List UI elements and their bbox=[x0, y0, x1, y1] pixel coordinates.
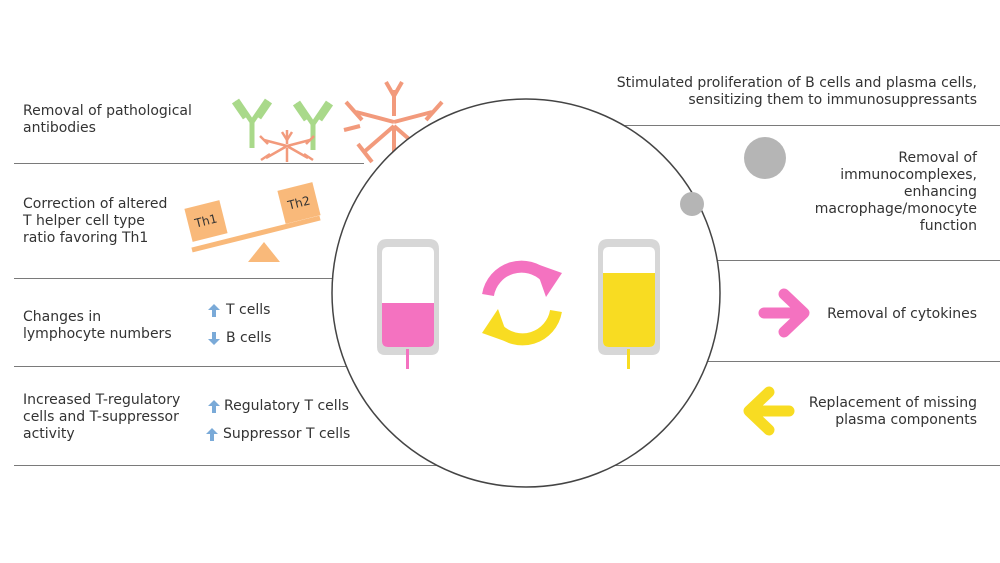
arrow-up-icon bbox=[208, 304, 220, 317]
suppressor-t-label: Suppressor T cells bbox=[223, 426, 351, 442]
left-divider-1 bbox=[14, 163, 364, 164]
immunocomplexes-label: Removal of immunocomplexes, enhancing ma… bbox=[815, 150, 977, 235]
replacement-line-1: Replacement of missing bbox=[808, 395, 977, 411]
immunocomplexes-line-5: function bbox=[919, 218, 977, 234]
regulatory-t-label: Regulatory T cells bbox=[224, 398, 349, 414]
treg-label: Increased T-regulatory cells and T-suppr… bbox=[23, 392, 180, 443]
treg-line-3: activity bbox=[23, 426, 75, 442]
arrow-up-icon bbox=[208, 400, 220, 413]
stimulated-line-2: sensitizing them to immunosuppressants bbox=[688, 92, 977, 108]
treg-line-2: cells and T-suppressor bbox=[23, 409, 179, 425]
central-circle bbox=[331, 98, 721, 488]
right-divider-2 bbox=[655, 260, 1000, 261]
salmon-antibody-small-icon bbox=[259, 130, 315, 162]
th2-label: Th2 bbox=[286, 193, 312, 213]
immunocomplexes-line-2: immunocomplexes, bbox=[840, 167, 977, 183]
treg-line-1: Increased T-regulatory bbox=[23, 392, 181, 408]
correction-th-line-2: T helper cell type bbox=[23, 213, 145, 229]
stimulated-line-1: Stimulated proliferation of B cells and … bbox=[616, 75, 977, 91]
pink-plasma-bag-icon bbox=[377, 239, 439, 369]
yellow-plasma-bag-icon bbox=[598, 239, 660, 369]
exchange-cycle-icon bbox=[482, 260, 562, 346]
immunocomplexes-line-4: macrophage/monocyte bbox=[814, 201, 977, 217]
lymphocyte-line-1: Changes in bbox=[23, 309, 102, 325]
arrow-up-icon bbox=[206, 428, 218, 441]
immunocomplexes-line-3: enhancing bbox=[903, 184, 977, 200]
correction-th-line-1: Correction of altered bbox=[23, 196, 168, 212]
pink-arrow-right-icon bbox=[758, 288, 810, 338]
correction-th-line-3: ratio favoring Th1 bbox=[23, 230, 149, 246]
t-cells-label: T cells bbox=[226, 302, 271, 318]
left-divider-2 bbox=[14, 278, 340, 279]
correction-th-label: Correction of altered T helper cell type… bbox=[23, 196, 167, 247]
removal-antibodies-line-2: antibodies bbox=[23, 120, 96, 136]
lymphocyte-label: Changes in lymphocyte numbers bbox=[23, 309, 172, 343]
replacement-label: Replacement of missing plasma components bbox=[809, 395, 977, 429]
arrow-down-icon bbox=[208, 332, 220, 345]
replacement-line-2: plasma components bbox=[835, 412, 977, 428]
th1-label: Th1 bbox=[193, 211, 219, 231]
yellow-arrow-left-icon bbox=[743, 386, 795, 436]
removal-antibodies-label: Removal of pathological antibodies bbox=[23, 103, 192, 137]
green-antibody-icon bbox=[231, 98, 273, 148]
th-balance-scale-icon bbox=[191, 215, 321, 262]
left-divider-3 bbox=[14, 366, 349, 367]
immunocomplexes-line-1: Removal of bbox=[898, 150, 977, 166]
b-cells-label: B cells bbox=[226, 330, 272, 346]
right-divider-1 bbox=[575, 125, 1000, 126]
stimulated-label: Stimulated proliferation of B cells and … bbox=[617, 75, 977, 109]
removal-antibodies-line-1: Removal of pathological bbox=[23, 103, 192, 119]
cytokines-label: Removal of cytokines bbox=[827, 306, 977, 322]
lymphocyte-line-2: lymphocyte numbers bbox=[23, 326, 172, 342]
immunocomplex-small-circle-icon bbox=[680, 192, 704, 216]
right-divider-3 bbox=[655, 361, 1000, 362]
immunocomplex-large-circle-icon bbox=[744, 137, 786, 179]
